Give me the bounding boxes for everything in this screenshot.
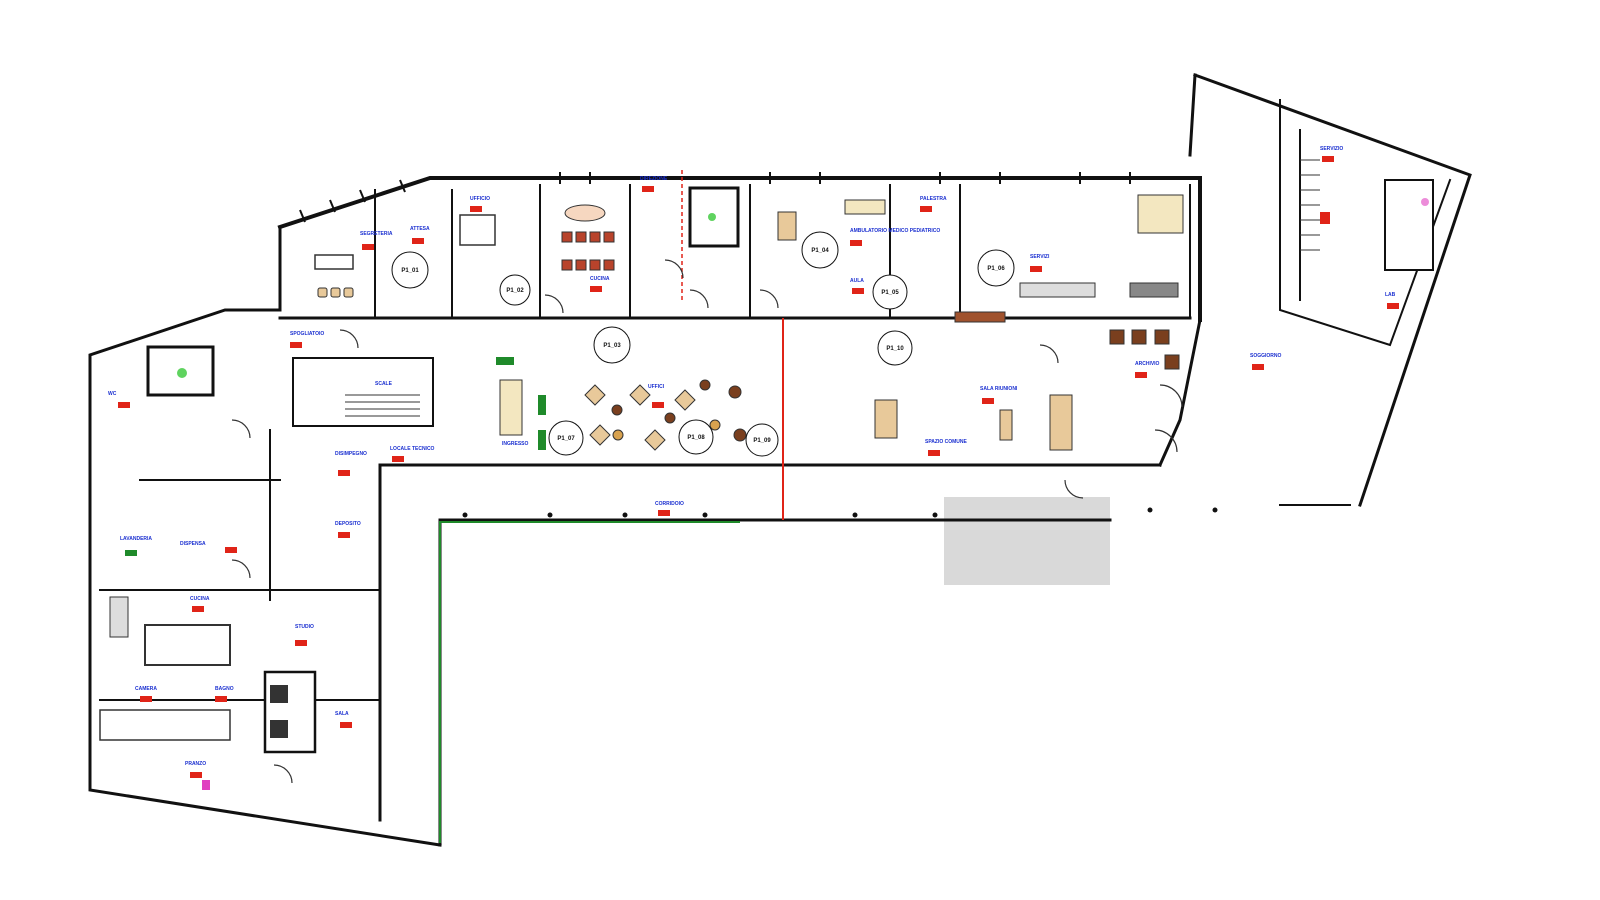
room-label: DISIMPEGNO: [335, 451, 367, 457]
room-label: SPAZIO COMUNE: [925, 439, 968, 445]
site-boundary: [439, 521, 740, 843]
door-swing-icon: [689, 289, 709, 309]
door-swing-icon: [1159, 384, 1183, 408]
central-area: [496, 329, 1180, 451]
room-label: WC: [108, 391, 117, 397]
room-circle-marker: P1_06: [977, 249, 1015, 287]
room-circle-marker: P1_03: [593, 326, 631, 364]
door-swing-icon: [231, 419, 251, 439]
room-circle-marker: P1_01: [391, 251, 429, 289]
room-circle-marker: P1_10: [877, 330, 913, 366]
room-circle-marker: P1_08: [678, 419, 714, 455]
door-swing-icon: [544, 294, 564, 314]
room-label: CUCINA: [590, 276, 610, 282]
room-label: SALA: [335, 711, 349, 717]
room-circle-marker: P1_04: [801, 231, 839, 269]
room-label: SCALE: [375, 381, 393, 387]
circle-label: P1_08: [687, 435, 705, 441]
room-label: LAB: [1385, 292, 1396, 298]
window-fixtures: [299, 172, 1131, 223]
room-label: SOGGIORNO: [1250, 353, 1282, 359]
room-circle-marker: P1_05: [872, 274, 908, 310]
room-label: PRANZO: [185, 761, 206, 767]
circle-label: P1_04: [811, 248, 829, 254]
room-label: CUCINA: [190, 596, 210, 602]
circle-label: P1_06: [987, 266, 1005, 272]
circle-label: P1_05: [881, 290, 899, 296]
room-label: LAVANDERIA: [120, 536, 152, 542]
corridor-fixtures: [462, 507, 1218, 518]
room-circle-marker: P1_07: [548, 420, 584, 456]
room-label: SERVIZI: [1030, 254, 1050, 260]
circle-label: P1_07: [557, 436, 575, 442]
room-label: ARCHIVIO: [1135, 361, 1160, 367]
door-swing-icon: [339, 329, 359, 349]
door-swing-icon: [231, 559, 251, 579]
room-label: SPOGLIATOIO: [290, 331, 324, 337]
door-swing-icon: [759, 289, 779, 309]
room-labels: SEGRETERIA ATTESA UFFICIO CUCINA DIREZIO…: [108, 146, 1399, 778]
circle-label: P1_10: [886, 346, 904, 352]
room-label: SERVIZIO: [1320, 146, 1343, 152]
section-line: [681, 170, 784, 520]
room-label: BAGNO: [215, 686, 234, 692]
room-circle-marker: P1_02: [499, 274, 531, 306]
room-label: INGRESSO: [502, 441, 529, 447]
circle-label: P1_03: [603, 343, 621, 349]
room-label: UFFICIO: [470, 196, 490, 202]
top-rooms: [314, 184, 1191, 323]
room-label: DIREZIONE: [640, 176, 668, 182]
door-swing-icon: [664, 259, 684, 279]
room-label: SALA RIUNIONI: [980, 386, 1018, 392]
exterior-block: [944, 497, 1110, 585]
room-label: DEPOSITO: [335, 521, 361, 527]
door-swing-icon: [1064, 479, 1084, 499]
left-wing: [99, 345, 434, 790]
room-label: AULA: [850, 278, 864, 284]
right-wing: [1299, 129, 1434, 301]
room-label: PALESTRA: [920, 196, 947, 202]
door-swing-icon: [273, 764, 293, 784]
room-label: CORRIDOIO: [655, 501, 684, 507]
room-circle-marker: P1_09: [745, 423, 779, 457]
room-label: CAMERA: [135, 686, 157, 692]
room-label: LOCALE TECNICO: [390, 446, 435, 452]
room-label: ATTESA: [410, 226, 430, 232]
door-swing-icon: [1154, 429, 1178, 453]
circle-label: P1_01: [401, 268, 419, 274]
circle-label: P1_09: [753, 438, 771, 444]
room-label: DISPENSA: [180, 541, 206, 547]
circle-label: P1_02: [506, 288, 524, 294]
circle-markers: P1_01 P1_02 P1_03 P1_04 P1_05 P1_06 P1_0…: [391, 231, 1015, 457]
door-swing-icon: [1039, 344, 1059, 364]
room-label: SEGRETERIA: [360, 231, 393, 237]
room-label: UFFICI: [648, 384, 665, 390]
room-label: AMBULATORIO MEDICO PEDIATRICO: [850, 228, 940, 234]
room-label: STUDIO: [295, 624, 314, 630]
door-swing-icons: [231, 259, 1183, 784]
